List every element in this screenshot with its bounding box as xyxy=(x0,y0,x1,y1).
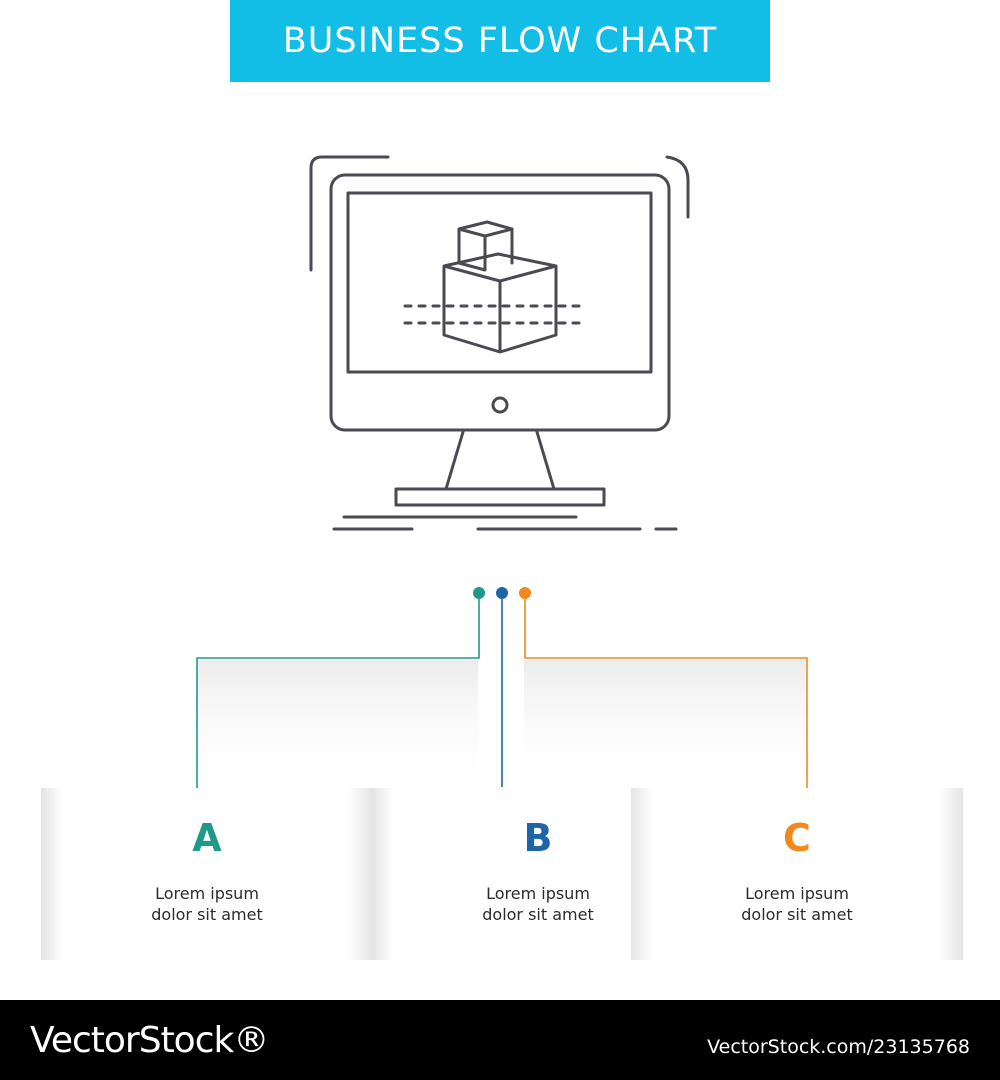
step-letter-b: B xyxy=(523,816,553,860)
step-letter-c: C xyxy=(783,816,811,860)
step-text-a-line1: Lorem ipsum xyxy=(155,884,259,903)
3d-monitor-icon xyxy=(309,155,690,531)
monitor-frame xyxy=(329,173,671,432)
step-panel-a: A Lorem ipsum dolor sit amet xyxy=(41,788,373,960)
monitor-base xyxy=(394,487,606,507)
step-panel-c: C Lorem ipsum dolor sit amet xyxy=(631,788,963,960)
connector-dot-c xyxy=(519,587,531,599)
connector-shadow-right xyxy=(524,660,806,790)
monitor-stand xyxy=(444,430,556,491)
step-text-b-line1: Lorem ipsum xyxy=(486,884,590,903)
monitor-screen xyxy=(346,191,653,374)
connector-shadow-left xyxy=(197,660,478,790)
step-text-c-line2: dolor sit amet xyxy=(741,905,853,924)
ground-lines xyxy=(332,515,678,531)
bracket-top-right xyxy=(665,155,690,219)
connector-dot-b xyxy=(496,587,508,599)
connector-shadow-center xyxy=(482,600,520,790)
connector-line-a xyxy=(196,599,480,797)
connector-dot-a xyxy=(473,587,485,599)
dotted-axis-lines xyxy=(403,304,587,325)
step-text-b-line2: dolor sit amet xyxy=(482,905,594,924)
footer-brand-logo: VectorStock® xyxy=(30,1020,269,1061)
step-text-b: Lorem ipsum dolor sit amet xyxy=(372,883,704,925)
title-banner: BUSINESS FLOW CHART xyxy=(230,0,770,82)
power-button xyxy=(491,396,509,414)
footer-image-id: VectorStock.com/23135768 xyxy=(707,1036,970,1058)
bracket-top-left xyxy=(309,155,390,272)
connector-lines xyxy=(196,587,808,797)
connector-line-c xyxy=(524,599,808,797)
step-letter-a: A xyxy=(192,816,222,860)
step-text-a: Lorem ipsum dolor sit amet xyxy=(41,883,373,925)
step-text-c: Lorem ipsum dolor sit amet xyxy=(631,883,963,925)
footer-bar: VectorStock® VectorStock.com/23135768 xyxy=(0,1000,1000,1080)
chart-title: BUSINESS FLOW CHART xyxy=(282,21,718,61)
step-text-a-line2: dolor sit amet xyxy=(151,905,263,924)
large-cube xyxy=(442,252,558,354)
step-text-c-line1: Lorem ipsum xyxy=(745,884,849,903)
